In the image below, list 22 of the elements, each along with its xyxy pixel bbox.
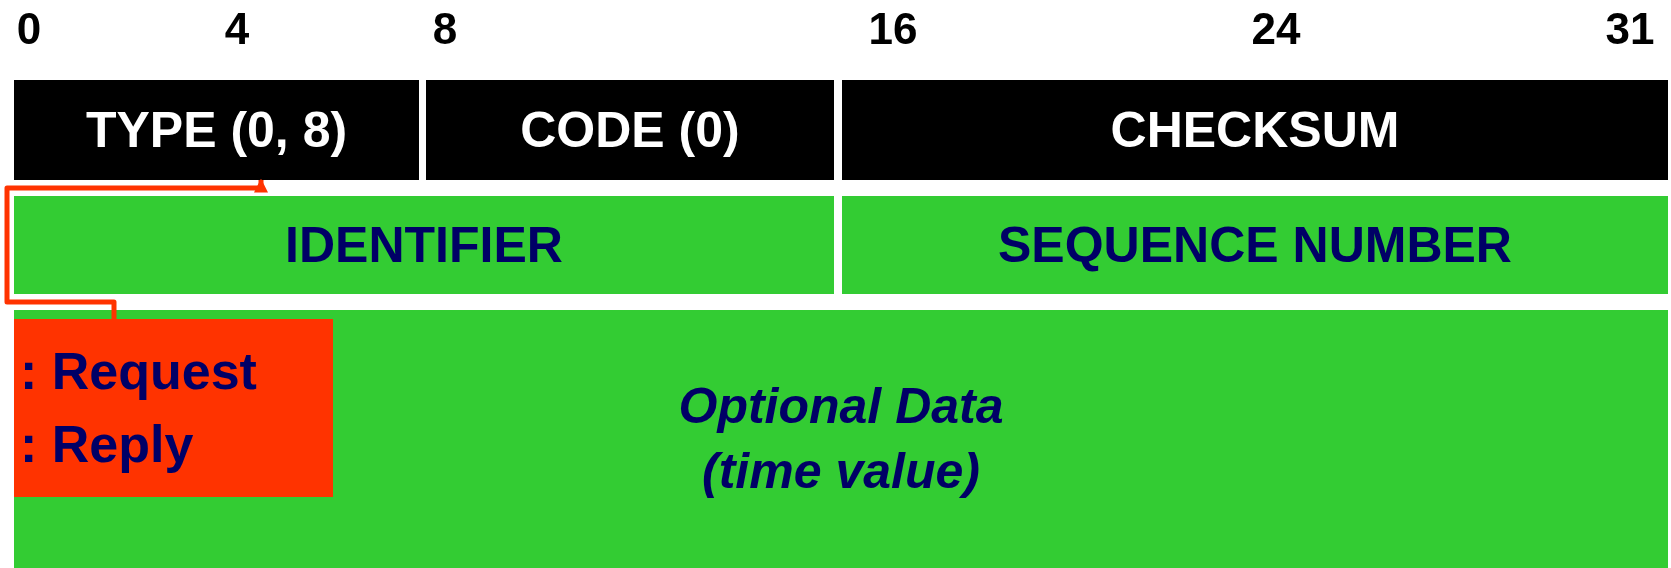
field-label: CHECKSUM (1110, 101, 1400, 159)
field-box (14, 80, 419, 180)
field-box (14, 196, 834, 294)
field-box (842, 196, 1668, 294)
bit-number: 31 (1605, 4, 1655, 54)
bit-number: 0 (16, 4, 42, 54)
field-label: CODE (0) (520, 101, 740, 159)
bit-number: 16 (868, 4, 918, 54)
field-box (426, 80, 834, 180)
field-label: TYPE (0, 8) (85, 101, 348, 159)
field-label: SEQUENCE NUMBER (998, 216, 1512, 274)
bit-number: 24 (1251, 4, 1301, 54)
field-label: Optional Data (time value) (677, 377, 1005, 501)
field-box (842, 80, 1668, 180)
arrow (4, 178, 268, 319)
field-label: IDENTIFIER (285, 216, 563, 274)
field-label: : Reply (20, 414, 194, 475)
bit-number: 8 (432, 4, 458, 54)
data-field-box (14, 310, 1668, 568)
callout-box (14, 319, 333, 497)
field-label: : Request (20, 341, 257, 403)
bit-number: 4 (224, 4, 250, 54)
